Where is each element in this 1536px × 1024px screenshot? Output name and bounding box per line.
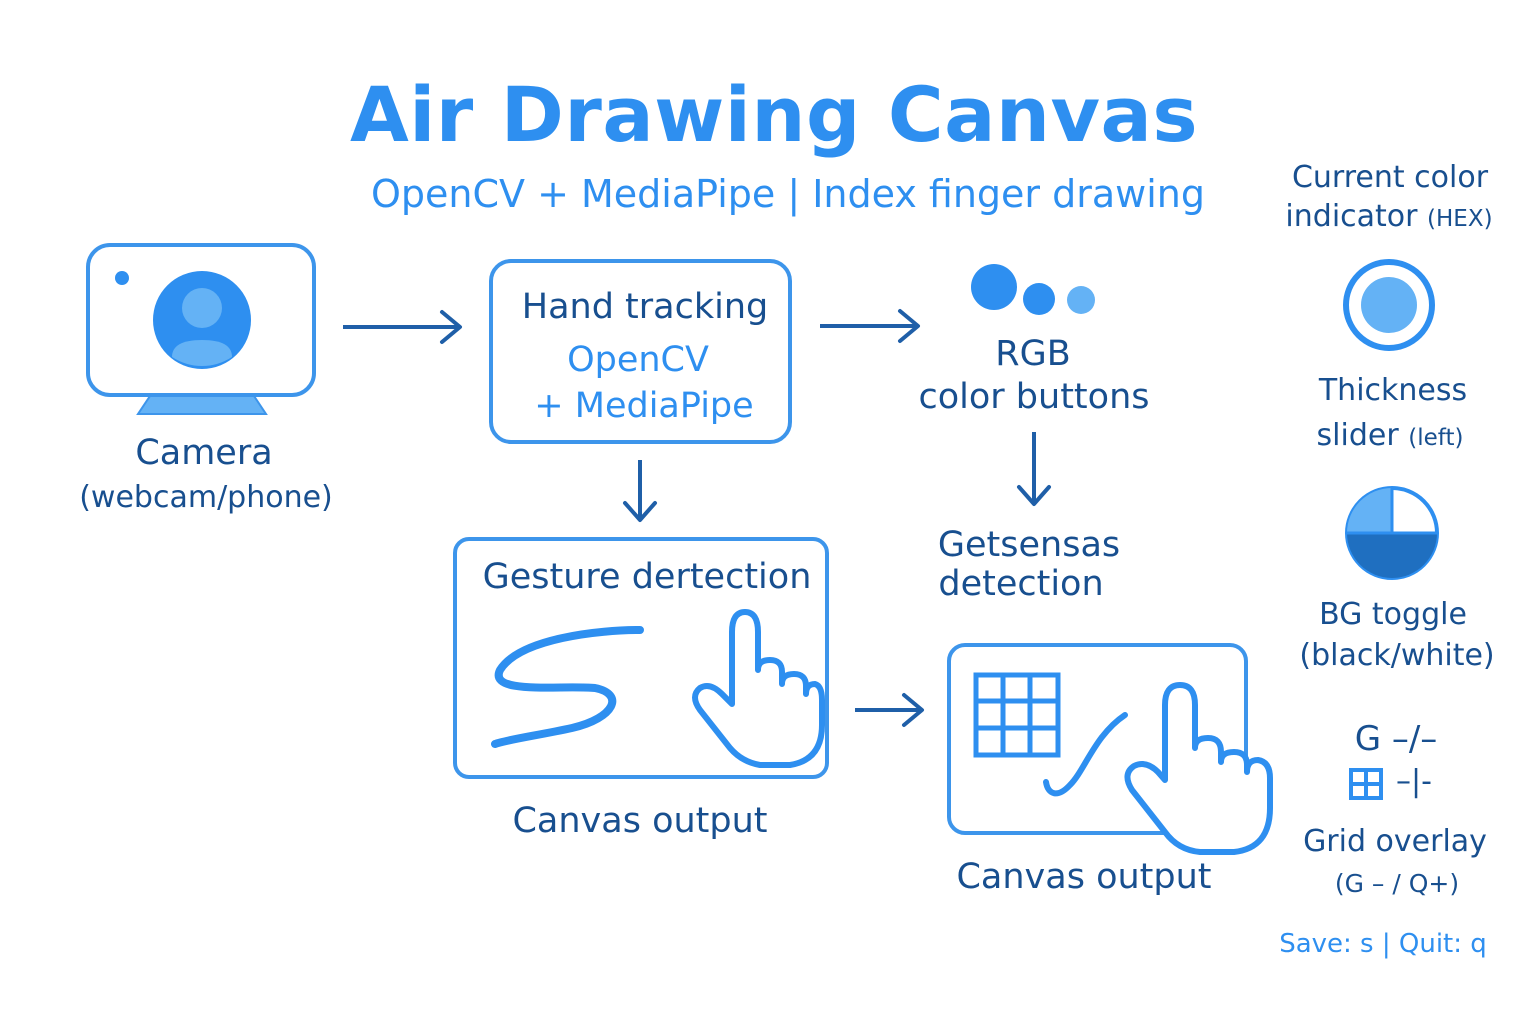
current-color-indicator-icon <box>1343 259 1435 351</box>
arrow-camera-to-hand-tracking <box>343 310 462 344</box>
getsensas-label-line1: Getsensas <box>937 525 1121 565</box>
grid-icon <box>973 672 1061 758</box>
getsensas-label-line2: detection <box>938 564 1104 604</box>
rgb-label-line1: RGB <box>995 334 1071 374</box>
grid-overlay-label-line2: (G – / Q+) <box>1334 869 1460 898</box>
grid-key-row1: G –/– <box>1354 719 1438 759</box>
arrow-gesture-to-canvas <box>855 693 924 727</box>
page-subtitle: OpenCV + MediaPipe | Index finger drawin… <box>370 172 1206 216</box>
shortcuts-footer: Save: s | Quit: q <box>1279 929 1487 959</box>
grid-overlay-label-line1: Grid overlay <box>1303 824 1487 859</box>
rgb-color-dots-icon <box>971 264 1095 315</box>
gesture-canvas-caption: Canvas output <box>512 801 768 841</box>
canvas-output-caption: Canvas output <box>956 857 1212 897</box>
hand-tracking-title: Hand tracking <box>521 287 769 327</box>
pointing-hand-icon <box>692 609 825 768</box>
camera-label: Camera <box>135 433 273 473</box>
thickness-label-line1: Thickness <box>1318 373 1468 408</box>
page-title: Air Drawing Canvas <box>349 70 1199 159</box>
arrow-hand-tracking-to-gesture <box>623 460 657 522</box>
grid-small-icon <box>1349 768 1383 800</box>
s-stroke-icon <box>491 626 644 748</box>
webcam-icon <box>86 243 316 415</box>
arrow-hand-tracking-to-rgb <box>820 309 920 343</box>
grid-key-row2: –|- <box>1396 764 1432 799</box>
gesture-detection-title: Gesture dertection <box>482 557 812 597</box>
bg-toggle-icon <box>1345 486 1439 580</box>
bg-toggle-label-line1: BG toggle <box>1319 597 1467 632</box>
rgb-label-line2: color buttons <box>918 377 1150 417</box>
curve-stroke-icon <box>1043 712 1128 797</box>
arrow-rgb-to-getsensas <box>1017 432 1051 506</box>
camera-sublabel: (webcam/phone) <box>79 480 333 515</box>
thickness-label-line2: slider (left) <box>1316 418 1464 453</box>
hand-tracking-line1: OpenCV <box>567 340 709 380</box>
hand-tracking-box <box>489 259 792 444</box>
color-indicator-label-line1: Current color <box>1291 160 1489 195</box>
hand-tracking-line2: + MediaPipe <box>534 386 754 426</box>
pointing-hand-icon <box>1124 682 1273 855</box>
color-indicator-label-line2: indicator (HEX) <box>1285 199 1493 234</box>
bg-toggle-label-line2: (black/white) <box>1299 638 1495 673</box>
